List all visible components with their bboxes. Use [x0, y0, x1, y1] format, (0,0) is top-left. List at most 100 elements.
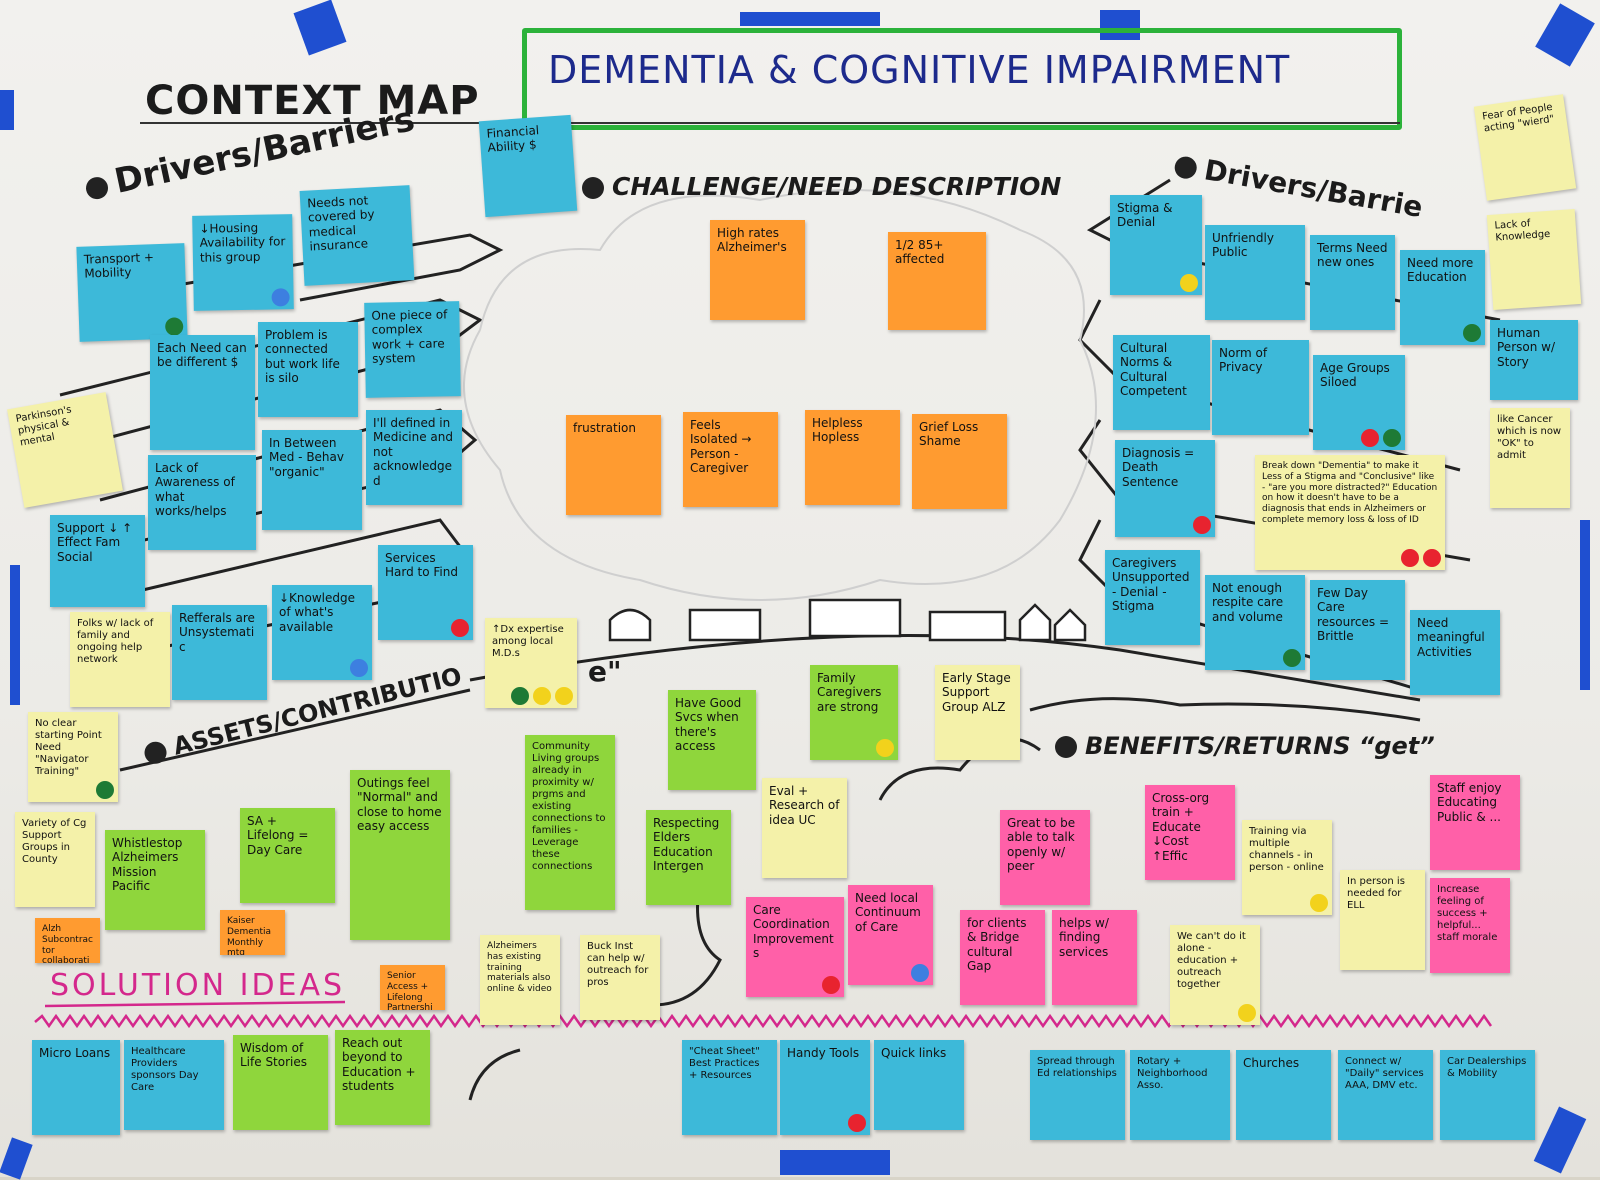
- sticky-note-text: SA + Lifelong = Day Care: [247, 814, 309, 857]
- sticky-note-blue: Spread through Ed relationships: [1030, 1050, 1125, 1140]
- sticky-note-orange: Helpless Hopless: [805, 410, 900, 505]
- sticky-note-yellow: Buck Inst can help w/ outreach for pros: [580, 935, 660, 1020]
- sticky-note-text: Grief Loss Shame: [919, 420, 979, 449]
- sticky-note-text: Increase feeling of success + helpful...…: [1437, 884, 1498, 943]
- sticky-note-text: Staff enjoy Educating Public & ...: [1437, 781, 1502, 824]
- sticky-note-text: like Cancer which is now "OK" to admit: [1497, 414, 1562, 461]
- sticky-note-blue: Diagnosis = Death Sentence: [1115, 440, 1215, 537]
- sticky-note-orange: frustration: [566, 415, 661, 515]
- sticky-note-text: Wisdom of Life Stories: [240, 1041, 308, 1070]
- sticky-note-text: Training via multiple channels - in pers…: [1249, 826, 1324, 873]
- sticky-note-text: Stigma & Denial: [1117, 201, 1173, 230]
- sticky-note-text: Kaiser Dementia Monthly mtg: [227, 916, 272, 955]
- sticky-note-text: Eval + Research of idea UC: [769, 784, 840, 827]
- sticky-note-text: In person is needed for ELL: [1347, 876, 1405, 911]
- voting-dot-red-icon: [1193, 516, 1211, 534]
- sticky-note-text: One piece of complex work + care system: [371, 307, 448, 366]
- sticky-note-blue: Not enough respite care and volume: [1205, 575, 1305, 670]
- voting-dot-green-icon: [1283, 649, 1301, 667]
- voting-dot-green-icon: [1383, 429, 1401, 447]
- sticky-note-text: helps w/ finding services: [1059, 916, 1109, 959]
- voting-dot-red-icon: [1361, 429, 1379, 447]
- sticky-note-green: Whistlestop Alzheimers Mission Pacific: [105, 830, 205, 930]
- voting-dot-yellow-icon: [555, 687, 573, 705]
- sticky-note-text: Not enough respite care and volume: [1212, 581, 1284, 624]
- sticky-note-text: ↑Dx expertise among local M.D.s: [492, 624, 564, 659]
- sticky-note-text: Diagnosis = Death Sentence: [1122, 446, 1195, 489]
- sticky-note-yellow: ↑Dx expertise among local M.D.s: [485, 618, 577, 708]
- sticky-note-text: Feels Isolated → Person - Caregiver: [690, 418, 752, 476]
- bullet-icon: [83, 174, 110, 201]
- sticky-note-green: Community Living groups already in proxi…: [525, 735, 615, 910]
- sticky-note-text: Rotary + Neighborhood Asso.: [1137, 1056, 1208, 1091]
- sticky-note-text: Needs not covered by medical insurance: [306, 193, 375, 254]
- sticky-note-green: Have Good Svcs when there's access: [668, 690, 756, 790]
- sticky-note-blue: Handy Tools: [780, 1040, 870, 1135]
- sticky-note-blue: Few Day Care resources = Brittle: [1310, 580, 1405, 680]
- sticky-note-text: ↓Housing Availability for this group: [199, 220, 286, 265]
- tape-right-edge: [1580, 520, 1590, 690]
- sticky-note-green: Family Caregivers are strong: [810, 665, 898, 760]
- challenge-cloud: [463, 189, 1097, 601]
- solution-divider-zigzag: [34, 1013, 1493, 1029]
- sticky-note-blue: "Cheat Sheet" Best Practices + Resources: [682, 1040, 777, 1135]
- bullet-icon: [1055, 736, 1077, 758]
- sticky-note-blue: Need more Education: [1400, 250, 1485, 345]
- sticky-note-text: Human Person w/ Story: [1497, 326, 1555, 369]
- main-title: DEMENTIA & COGNITIVE IMPAIRMENT: [548, 48, 1291, 92]
- section-solution-ideas: SOLUTION IDEAS: [50, 968, 346, 1003]
- sticky-note-blue: Lack of Awareness of what works/helps: [148, 455, 256, 550]
- sticky-note-pink: helps w/ finding services: [1052, 910, 1137, 1005]
- sticky-note-text: No clear starting Point Need "Navigator …: [35, 718, 102, 777]
- sticky-note-text: Folks w/ lack of family and ongoing help…: [77, 618, 154, 665]
- sticky-note-yellow: Break down "Dementia" to make it Less of…: [1255, 455, 1445, 570]
- heading-underline: [140, 122, 1400, 124]
- sticky-note-blue: ↓Knowledge of what's available: [272, 585, 372, 680]
- sticky-note-blue: Rotary + Neighborhood Asso.: [1130, 1050, 1230, 1140]
- sticky-note-pink: Need local Continuum of Care: [848, 885, 933, 985]
- bullet-icon: [142, 739, 169, 767]
- assets-line: [119, 688, 471, 772]
- sticky-note-blue: Terms Need new ones: [1310, 235, 1395, 330]
- sticky-note-yellow: Variety of Cg Support Groups in County: [15, 812, 95, 907]
- sticky-note-yellow: Fear of People acting "wierd": [1473, 94, 1577, 201]
- voting-dot-blue-icon: [271, 288, 290, 307]
- solution-underline: [44, 1000, 346, 1008]
- voting-dot-blue-icon: [350, 659, 368, 677]
- sticky-note-text: Alzheimers has existing training materia…: [487, 941, 552, 995]
- voting-dot-yellow-icon: [1180, 274, 1198, 292]
- sticky-note-text: Healthcare Providers sponsors Day Care: [131, 1046, 199, 1093]
- sticky-note-text: Lack of Knowledge: [1494, 218, 1551, 244]
- sticky-note-yellow: We can't do it alone - education + outre…: [1170, 925, 1260, 1025]
- sticky-note-blue: Financial Ability $: [478, 114, 578, 218]
- sticky-note-text: Churches: [1243, 1056, 1300, 1070]
- sticky-note-text: Break down "Dementia" to make it Less of…: [1262, 461, 1438, 525]
- sticky-note-text: Few Day Care resources = Brittle: [1317, 586, 1390, 644]
- sticky-note-text: Outings feel "Normal" and close to home …: [357, 776, 442, 834]
- sticky-note-text: frustration: [573, 421, 636, 435]
- sticky-note-text: Norm of Privacy: [1219, 346, 1268, 375]
- sticky-note-blue: One piece of complex work + care system: [364, 301, 461, 398]
- sticky-note-text: Unfriendly Public: [1212, 231, 1274, 260]
- section-label: CHALLENGE/NEED DESCRIPTION: [612, 172, 1062, 201]
- sticky-note-orange: Grief Loss Shame: [912, 414, 1007, 509]
- sticky-note-text: Reach out beyond to Education + students: [342, 1036, 416, 1094]
- voting-dot-yellow-icon: [1238, 1004, 1256, 1022]
- sticky-note-blue: Problem is connected but work life is si…: [258, 322, 358, 417]
- tape-top-left-corner: [0, 90, 14, 130]
- sticky-note-blue: Age Groups Siloed: [1313, 355, 1405, 450]
- assets-quote-fragment: e": [588, 655, 622, 688]
- tape-top-right: [1100, 10, 1140, 40]
- sticky-note-text: Age Groups Siloed: [1320, 361, 1390, 390]
- sticky-note-text: Services Hard to Find: [385, 551, 458, 580]
- sticky-note-blue: Needs not covered by medical insurance: [299, 185, 415, 286]
- sticky-note-text: Lack of Awareness of what works/helps: [155, 461, 235, 519]
- sticky-note-blue: Micro Loans: [32, 1040, 120, 1135]
- voting-dot-blue-icon: [911, 964, 929, 982]
- voting-dot-red-icon: [1401, 549, 1419, 567]
- sticky-note-text: ↓Knowledge of what's available: [279, 591, 356, 634]
- sticky-note-blue: Services Hard to Find: [378, 545, 473, 640]
- voting-dot-green-icon: [1463, 324, 1481, 342]
- sticky-note-text: for clients & Bridge cultural Gap: [967, 916, 1027, 974]
- sticky-note-blue: Each Need can be different $: [150, 335, 255, 450]
